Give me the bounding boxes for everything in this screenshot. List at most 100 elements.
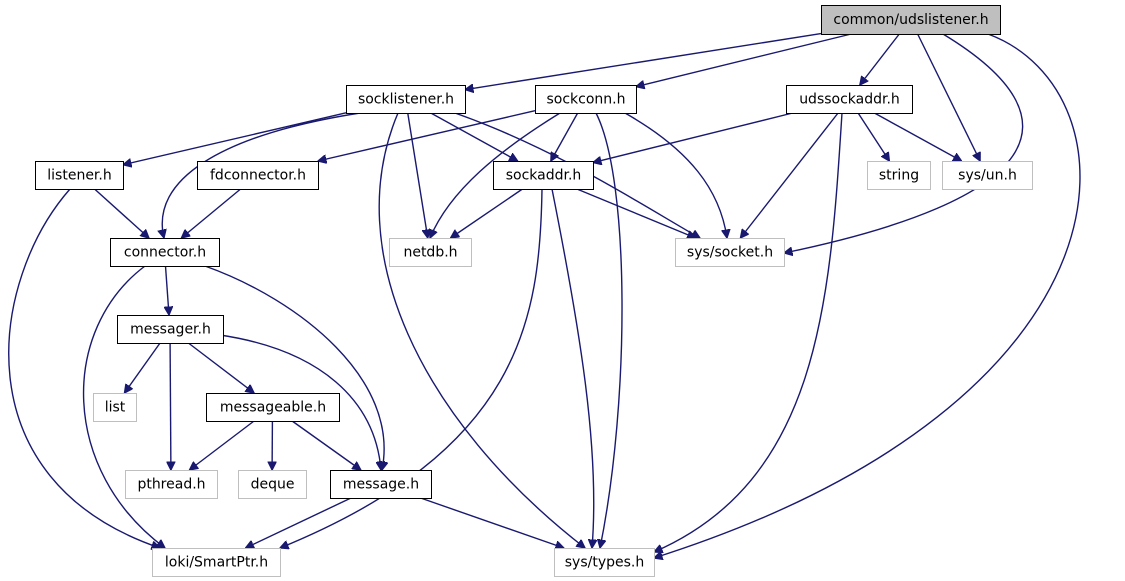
node-connector[interactable]: connector.h [110,238,220,267]
edge-socklistener-to-netdb [407,112,428,238]
node-label-listener: listener.h [47,168,111,184]
node-sockaddr[interactable]: sockaddr.h [493,161,594,190]
node-box-listener [35,161,124,190]
node-box-sysun [942,161,1033,190]
node-label-sysun: sys/un.h [958,168,1017,184]
edge-sockconn-to-syssocket [624,112,727,238]
node-box-list [93,393,137,422]
node-box-systypes [554,548,655,577]
node-box-udslistener [821,5,1001,35]
edge-udslistener-to-sockconn [636,33,852,87]
edge-socklistener-to-systypes [378,112,585,548]
node-box-connector [110,238,220,267]
edge-fdconnector-to-connector [181,188,242,238]
node-box-messager [117,315,224,344]
node-label-connector: connector.h [124,245,206,261]
edge-messager-to-pthread [170,342,171,470]
node-box-smartptr [152,548,281,577]
edge-sockconn-to-fdconnector [318,110,536,161]
node-label-list: list [105,400,126,416]
edge-sockconn-to-netdb [430,112,561,238]
node-box-fdconnector [197,161,319,190]
node-label-fdconnector: fdconnector.h [210,168,306,184]
edge-messageable-to-pthread [189,420,255,470]
node-sockconn[interactable]: sockconn.h [535,85,637,114]
node-syssocket: sys/socket.h [675,238,785,267]
edge-connector-to-smartptr [83,265,165,548]
node-label-syssocket: sys/socket.h [687,245,773,261]
node-label-string: string [879,168,919,184]
node-systypes: sys/types.h [554,548,655,577]
node-udssockaddr[interactable]: udssockaddr.h [786,85,913,114]
edges-layer [8,32,1081,558]
edge-listener-to-connector [94,188,149,238]
edge-udslistener-to-socklistener [465,32,822,90]
edge-listener-to-smartptr [8,188,160,548]
edge-connector-to-message [204,265,384,470]
nodes-layer: common/udslistener.h socklistener.h sockco… [35,5,1033,577]
node-string: string [867,161,931,190]
edge-udslistener-to-udssockaddr [860,33,900,85]
edge-udssockaddr-to-sockaddr [593,112,793,163]
node-smartptr: loki/SmartPtr.h [152,548,281,577]
node-label-message: message.h [343,477,419,493]
node-box-messageable [206,393,340,422]
node-box-sockaddr [493,161,594,190]
node-box-deque [238,470,307,499]
edge-sockaddr-to-netdb [451,188,523,238]
node-messageable[interactable]: messageable.h [206,393,340,422]
node-messager[interactable]: messager.h [117,315,224,344]
edge-socklistener-to-sockaddr [430,112,518,161]
edge-message-to-systypes [420,497,564,548]
node-box-syssocket [675,238,785,267]
edge-message-to-smartptr [246,497,352,548]
edge-udslistener-to-systypes [654,33,1081,558]
edge-udssockaddr-to-string [857,112,889,161]
edge-messager-to-message [219,334,381,470]
node-label-messageable: messageable.h [220,400,326,416]
node-message[interactable]: message.h [330,470,432,499]
node-label-sockconn: sockconn.h [547,92,626,108]
edge-udslistener-to-syssocket [784,33,1024,253]
node-box-string [867,161,931,190]
node-listener[interactable]: listener.h [35,161,124,190]
node-socklistener[interactable]: socklistener.h [346,85,466,114]
node-label-smartptr: loki/SmartPtr.h [165,555,268,571]
edge-sockaddr-to-systypes [551,188,594,548]
node-udslistener[interactable]: common/udslistener.h [821,5,1001,35]
node-label-pthread: pthread.h [137,477,205,493]
node-label-udssockaddr: udssockaddr.h [799,92,900,108]
edge-socklistener-to-syssocket [454,112,700,238]
node-fdconnector[interactable]: fdconnector.h [197,161,319,190]
edge-messageable-to-message [291,420,361,470]
node-box-socklistener [346,85,466,114]
node-box-message [330,470,432,499]
node-sysun: sys/un.h [942,161,1033,190]
node-box-sockconn [535,85,637,114]
edge-sockconn-to-sockaddr [551,112,579,161]
node-label-messager: messager.h [130,322,211,338]
node-list: list [93,393,137,422]
node-label-netdb: netdb.h [403,245,457,261]
edge-sockaddr-to-smartptr [280,188,543,548]
node-box-pthread [125,470,218,499]
node-pthread: pthread.h [125,470,218,499]
node-box-udssockaddr [786,85,913,114]
node-label-deque: deque [251,477,295,493]
node-netdb: netdb.h [389,238,472,267]
node-label-socklistener: socklistener.h [358,92,454,108]
edge-udssockaddr-to-syssocket [740,112,839,238]
edge-messager-to-messageable [187,342,254,393]
edge-connector-to-messager [166,265,170,315]
node-box-netdb [389,238,472,267]
edge-udssockaddr-to-systypes [654,112,843,552]
edge-udslistener-to-sysun [917,33,980,161]
edge-sockaddr-to-syssocket [576,188,696,238]
node-deque: deque [238,470,307,499]
node-label-sockaddr: sockaddr.h [506,168,582,184]
edge-messager-to-list [124,342,161,393]
node-label-udslistener: common/udslistener.h [833,12,988,28]
node-label-systypes: sys/types.h [565,555,644,571]
edge-socklistener-to-listener [123,112,347,165]
